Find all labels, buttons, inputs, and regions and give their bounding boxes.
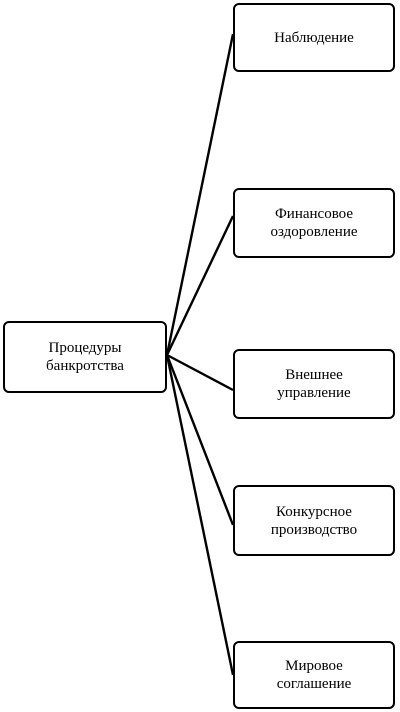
connector-to-financial-recovery	[165, 215, 235, 356]
node-label: Конкурсное производство	[270, 503, 358, 538]
root-node-label: Процедуры банкротства	[46, 340, 124, 374]
node-label: Внешнее управление	[277, 367, 351, 401]
root-node-bankruptcy-procedures: Процедуры банкротства	[3, 321, 167, 393]
node-observation: Наблюдение	[233, 3, 395, 72]
node-financial-recovery: Финансовое оздоровление	[233, 188, 395, 258]
connector-to-observation	[165, 33, 235, 356]
connector-to-settlement-agreement	[165, 354, 235, 676]
node-label: Наблюдение	[274, 29, 354, 46]
node-bankruptcy-proceedings: Конкурсное производство	[233, 485, 395, 556]
node-settlement-agreement: Мировое соглашение	[233, 641, 395, 709]
connector-to-bankruptcy-proceedings	[165, 354, 235, 526]
node-label: Мировое соглашение	[276, 658, 352, 692]
node-label: Финансовое оздоровление	[270, 206, 358, 240]
connector-to-external-management	[166, 353, 234, 392]
node-external-management: Внешнее управление	[233, 349, 395, 419]
